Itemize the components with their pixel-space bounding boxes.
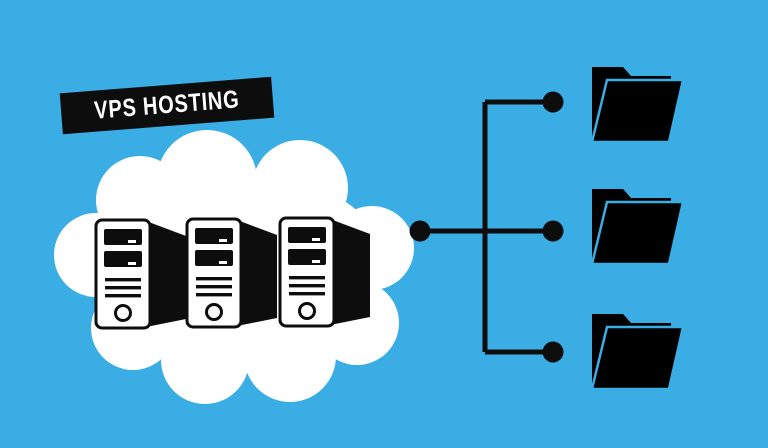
folder-open-icon <box>590 65 685 144</box>
connection-dot <box>542 341 564 363</box>
folder-open-icon <box>590 187 685 266</box>
server-tower-icon <box>185 217 279 329</box>
connection-dot <box>542 220 564 242</box>
server-tower-icon <box>94 218 188 330</box>
folder-open-icon <box>590 312 685 391</box>
server-tower-icon <box>278 216 372 328</box>
tree-connector-line <box>409 91 564 363</box>
connection-dot <box>542 91 564 113</box>
banner-label: VPS HOSTING <box>93 85 241 125</box>
connection-dot <box>409 220 431 242</box>
